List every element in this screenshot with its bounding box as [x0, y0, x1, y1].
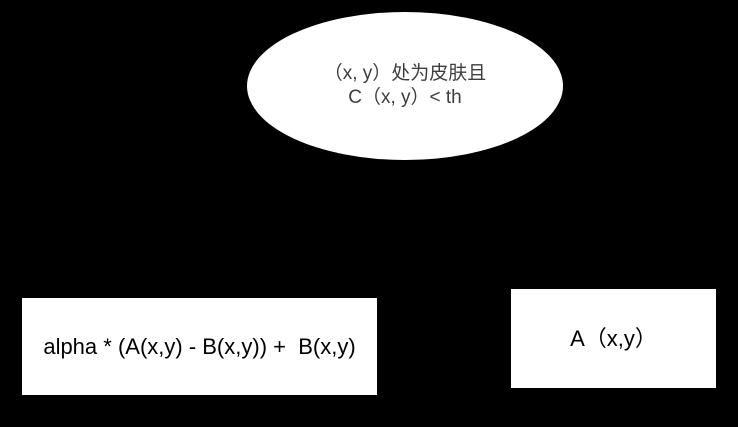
condition-ellipse-node: （x, y）处为皮肤且 C（x, y）< th — [247, 12, 563, 160]
passthrough-result-label: A（x,y） — [570, 325, 657, 351]
condition-label-line1: （x, y）处为皮肤且 — [323, 63, 487, 84]
condition-label-line2: C（x, y）< th — [348, 87, 462, 108]
blend-result-label: alpha * (A(x,y) - B(x,y)) + B(x,y) — [43, 333, 356, 359]
blend-result-node: alpha * (A(x,y) - B(x,y)) + B(x,y) — [22, 298, 377, 395]
passthrough-result-node: A（x,y） — [511, 289, 716, 388]
